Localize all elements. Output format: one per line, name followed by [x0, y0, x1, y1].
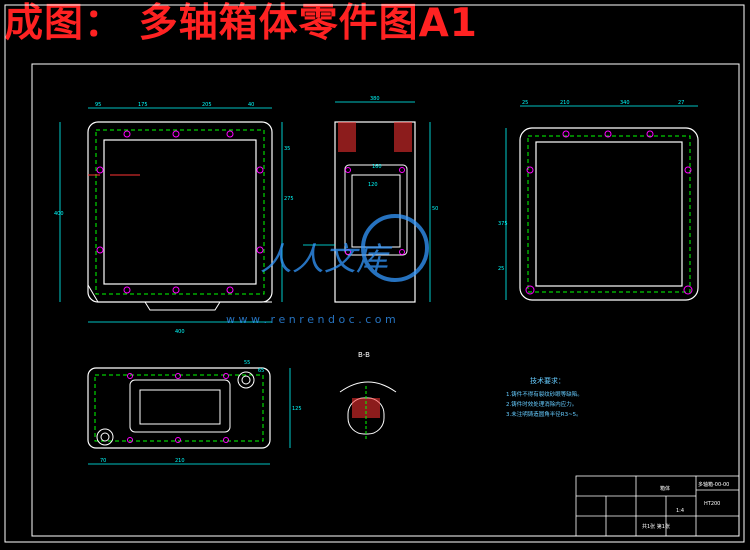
side-mid-dim-1: 120 — [368, 182, 378, 188]
rear-top-dim-2: 210 — [560, 100, 570, 106]
scale: 1:4 — [676, 508, 684, 514]
front-top-dim-1: 95 — [95, 102, 101, 108]
technical-notes: 技术要求： 1.铸件不得有裂纹砂眼等缺陷。 2.铸件时效处理消除内应力。 3.未… — [506, 376, 583, 418]
front-left-dim: 400 — [54, 211, 64, 217]
side-view — [303, 101, 431, 303]
front-view — [59, 107, 283, 323]
drawing-code: 多轴箱-00-00 — [698, 481, 729, 488]
notes-item-3: 3.未注明铸造圆角半径R3~5。 — [506, 410, 582, 418]
side-top-dim-1: 380 — [370, 96, 380, 102]
top-bottom-dim-2: 70 — [100, 458, 106, 464]
top-top-dim-1: 55 — [244, 360, 250, 366]
front-top-dim-2: 175 — [138, 102, 148, 108]
front-top-dim-3: 205 — [202, 102, 212, 108]
watermark: 人人文库 w w w . r e n r e n d o c . c o m — [226, 214, 429, 326]
notes-item-2: 2.铸件时效处理消除内应力。 — [506, 400, 577, 408]
title-block — [575, 475, 740, 537]
material: HT200 — [704, 501, 720, 507]
section-view — [339, 381, 397, 440]
front-holes — [96, 130, 264, 294]
rear-top-dim-1: 25 — [522, 100, 528, 106]
front-top-dim-4: 40 — [248, 102, 254, 108]
notes-item-1: 1.铸件不得有裂纹砂眼等缺陷。 — [506, 390, 583, 398]
front-right-dim-2: 35 — [284, 146, 290, 152]
notes-heading: 技术要求： — [530, 376, 565, 385]
rear-left-dim-2: 25 — [498, 266, 504, 272]
rear-left-dim-1: 375 — [498, 221, 508, 227]
watermark-brand: 人人文库 — [260, 240, 393, 278]
inner-frame — [31, 63, 740, 537]
watermark-url: w w w . r e n r e n d o c . c o m — [226, 313, 396, 326]
top-view — [87, 367, 291, 465]
side-top-dim-2: 160 — [372, 164, 382, 170]
top-right-dim: 125 — [292, 406, 302, 412]
outer-frame — [4, 4, 745, 543]
sheet-count: 共1张 第1张 — [642, 523, 670, 530]
part-name: 箱体 — [660, 485, 670, 492]
side-mid-dim-2: 50 — [432, 206, 438, 212]
page-title: 成图： 多轴箱体零件图A1 — [4, 1, 478, 46]
top-top-dim-2: 65 — [258, 368, 264, 374]
rear-top-dim-4: 27 — [678, 100, 684, 106]
rear-top-dim-3: 340 — [620, 100, 630, 106]
front-right-dim-1: 275 — [284, 196, 294, 202]
front-bottom-dim: 400 — [175, 329, 185, 335]
rear-view — [505, 105, 699, 301]
section-label: B-B — [358, 351, 370, 359]
top-bottom-dim-1: 210 — [175, 458, 185, 464]
